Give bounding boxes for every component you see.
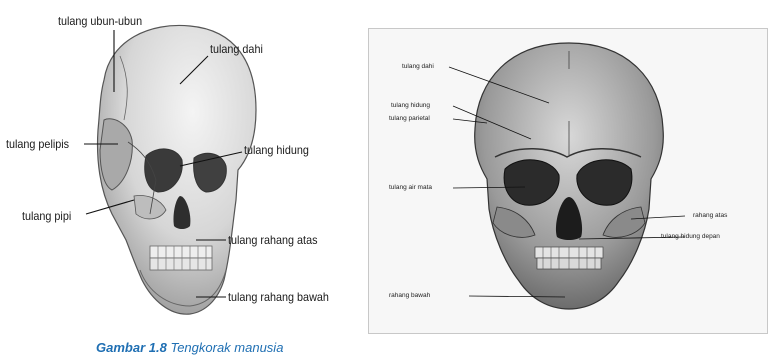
- label-tulang-ubun-ubun: tulang ubun-ubun: [58, 14, 142, 28]
- left-skull-figure: tulang ubun-ubun tulang dahi tulang peli…: [0, 0, 336, 362]
- label-tulang-pelipis: tulang pelipis: [6, 137, 69, 151]
- label-rahang-bawah-right: rahang bawah: [389, 292, 430, 299]
- label-tulang-dahi: tulang dahi: [210, 42, 263, 56]
- right-skull-illustration: [369, 29, 767, 333]
- label-rahang-atas-right: rahang atas: [693, 212, 727, 219]
- label-tulang-parietal-right: tulang parietal: [389, 115, 430, 122]
- label-tulang-hidung: tulang hidung: [244, 143, 309, 157]
- right-skull-figure: tulang dahi tulang hidung tulang parieta…: [338, 0, 773, 362]
- right-figure-frame: tulang dahi tulang hidung tulang parieta…: [368, 28, 768, 334]
- label-tulang-pipi: tulang pipi: [22, 209, 71, 223]
- left-skull-illustration: [0, 0, 336, 362]
- label-tulang-dahi-right: tulang dahi: [402, 63, 434, 70]
- label-tulang-rahang-bawah: tulang rahang bawah: [228, 290, 329, 304]
- label-tulang-rahang-atas: tulang rahang atas: [228, 233, 317, 247]
- label-tulang-hidung-right: tulang hidung: [391, 102, 430, 109]
- figure-caption: Gambar 1.8 Tengkorak manusia: [96, 340, 283, 355]
- caption-title: Tengkorak manusia: [170, 340, 283, 355]
- label-tulang-air-mata-right: tulang air mata: [389, 184, 432, 191]
- label-tulang-hidung-depan-right: tulang hidung depan: [661, 233, 720, 240]
- caption-number: Gambar 1.8: [96, 340, 167, 355]
